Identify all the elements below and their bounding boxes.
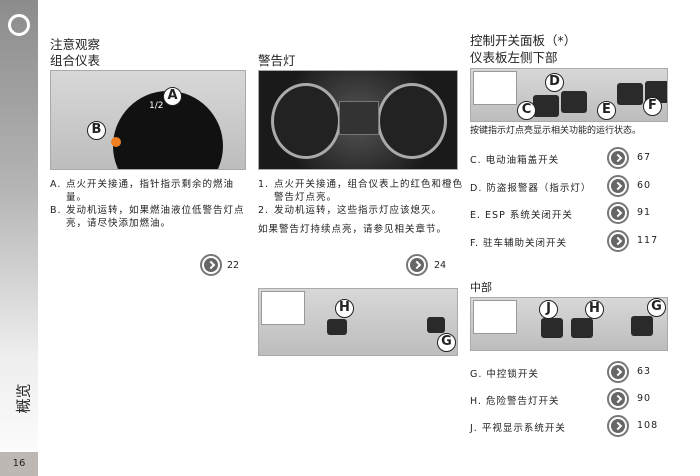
control-panel-image: D C E F xyxy=(470,68,668,122)
heading-center: 中部 xyxy=(470,281,492,294)
warning-list: 1.点火开关接通，组合仪表上的红色和橙色警告灯点亮。 2.发动机运转，这些指示灯… xyxy=(258,178,463,236)
page-link-arrow-icon[interactable] xyxy=(607,388,629,410)
callout-b: B xyxy=(87,121,106,140)
gauge-label: 1/2 xyxy=(149,101,164,111)
page-link-arrow-icon[interactable] xyxy=(607,361,629,383)
page-link-arrow-icon[interactable] xyxy=(406,254,428,276)
page-link-arrow-icon[interactable] xyxy=(607,175,629,197)
list-item: A.点火开关接通，指针指示剩余的燃油量。 xyxy=(50,179,235,203)
page-link-arrow-icon[interactable] xyxy=(607,415,629,437)
intro-text: 按键指示灯点亮显示相关功能的运行状态。 xyxy=(470,126,642,136)
callout-h: H xyxy=(585,300,604,319)
callout-g: G xyxy=(647,298,666,317)
callout-f: F xyxy=(643,97,662,116)
dashboard-sketch xyxy=(473,71,517,105)
list-item: 2.发动机运转，这些指示灯应该熄灭。 xyxy=(258,205,443,216)
callout-h: H xyxy=(335,299,354,318)
section-title: 概览 xyxy=(14,383,33,414)
heading-lower-left: 仪表板左侧下部 xyxy=(470,50,558,65)
page-ref[interactable]: 22 xyxy=(227,260,240,271)
callout-a: A xyxy=(163,87,182,106)
dashboard-sketch xyxy=(473,300,517,334)
page-link-arrow-icon[interactable] xyxy=(200,254,222,276)
page-link-arrow-icon[interactable] xyxy=(607,202,629,224)
sidebar: 概览 16 xyxy=(0,0,38,476)
ring-icon xyxy=(8,14,30,36)
center-console-image: H G xyxy=(258,288,458,356)
callout-j: J xyxy=(539,300,558,319)
dashboard-sketch xyxy=(261,291,305,325)
cluster-list: A.点火开关接通，指针指示剩余的燃油量。 B.发动机运转，如果燃油液位低警告灯点… xyxy=(50,178,250,230)
list-item: 1.点火开关接通，组合仪表上的红色和橙色警告灯点亮。 xyxy=(258,179,464,203)
page-ref[interactable]: 24 xyxy=(434,260,447,271)
heading-control-panel: 控制开关面板（*） xyxy=(470,33,577,48)
heading-cluster: 组合仪表 xyxy=(50,53,101,68)
heading-warning-lights: 警告灯 xyxy=(258,53,296,68)
page-link-arrow-icon[interactable] xyxy=(607,147,629,169)
callout-g: G xyxy=(437,333,456,352)
list-item: B.发动机运转，如果燃油液位低警告灯点亮，请尽快添加燃油。 xyxy=(50,205,245,229)
callout-c: C xyxy=(517,101,536,120)
low-fuel-warning-icon xyxy=(111,137,121,147)
instrument-cluster-image xyxy=(258,70,458,170)
fuel-gauge-image: 1/2 A B xyxy=(50,70,246,170)
callout-e: E xyxy=(597,101,616,120)
warning-note: 如果警告灯持续点亮，请参见相关章节。 xyxy=(258,224,448,235)
page-number: 16 xyxy=(0,452,38,476)
callout-d: D xyxy=(545,73,564,92)
page-link-arrow-icon[interactable] xyxy=(607,230,629,252)
center-switches-image: J H G xyxy=(470,297,668,351)
heading-notice: 注意观察 xyxy=(50,37,101,52)
list-item: D. 防盗报警器（指示灯）60 xyxy=(470,175,670,197)
